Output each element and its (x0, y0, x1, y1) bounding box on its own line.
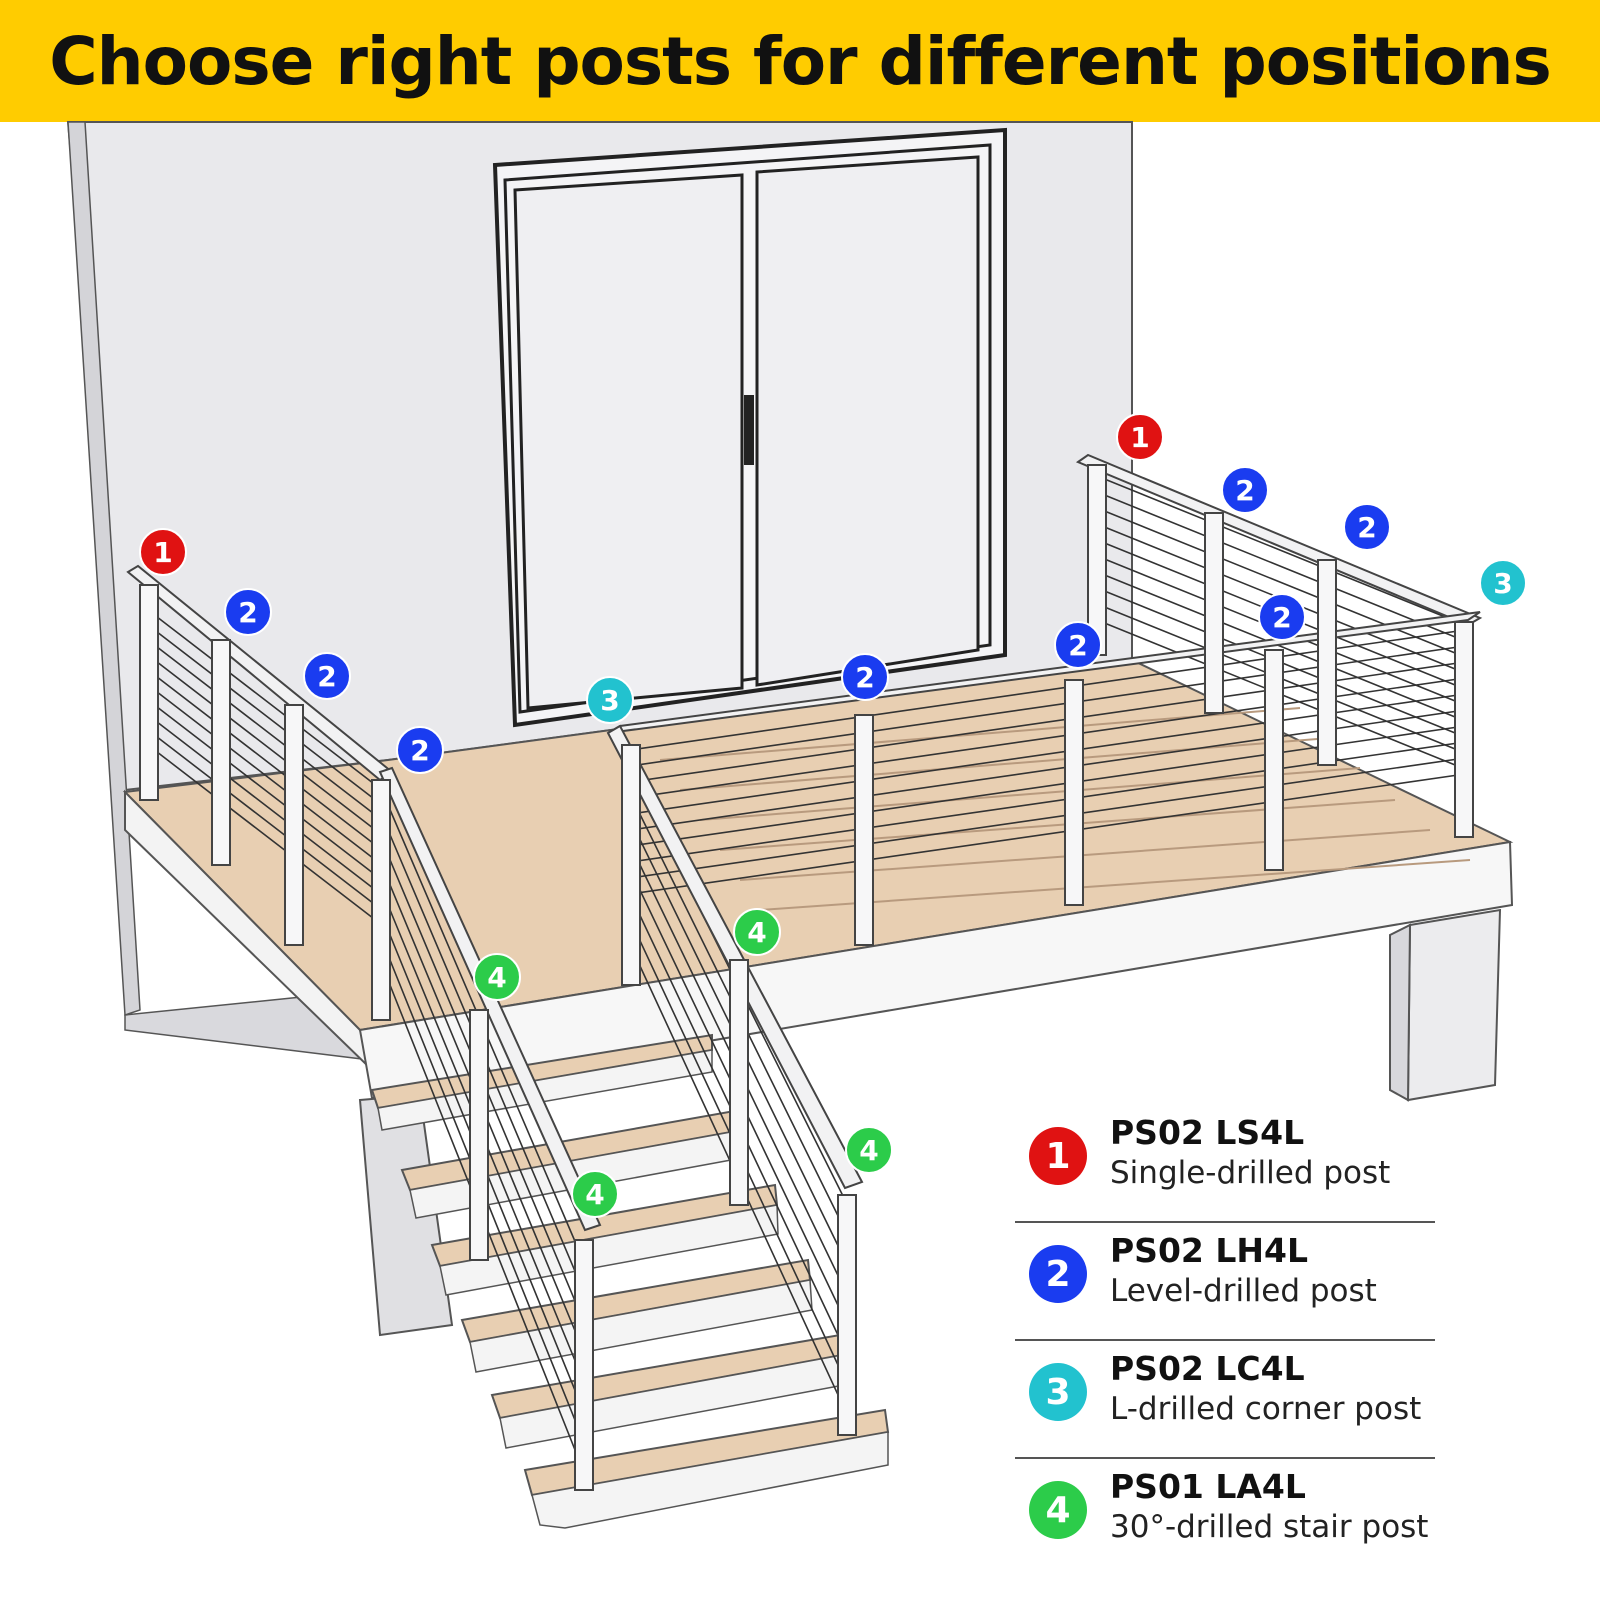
position-marker-number: 1 (1130, 421, 1149, 454)
legend-item-level: 2 PS02 LH4L Level-drilled post (1015, 1223, 1435, 1341)
position-marker-number: 2 (1272, 601, 1291, 634)
sliding-door (492, 127, 1007, 728)
position-marker-corner: 3 (1479, 559, 1527, 607)
position-marker-number: 1 (153, 536, 172, 569)
legend-badge-3: 3 (1029, 1363, 1087, 1421)
legend-badge-1: 1 (1029, 1127, 1087, 1185)
position-marker-level: 2 (1054, 621, 1102, 669)
position-marker-number: 2 (238, 596, 257, 629)
position-marker-number: 3 (1493, 567, 1512, 600)
legend-description: 30°-drilled stair post (1110, 1509, 1429, 1545)
legend-code: PS01 LA4L (1110, 1467, 1306, 1506)
railing-posts (139, 464, 1474, 1491)
position-marker-number: 2 (1235, 474, 1254, 507)
legend-code: PS02 LC4L (1110, 1349, 1305, 1388)
position-marker-number: 2 (317, 660, 336, 693)
position-marker-number: 4 (859, 1134, 878, 1167)
position-marker-level: 2 (1221, 466, 1269, 514)
position-marker-number: 2 (410, 734, 429, 767)
position-marker-level: 2 (1343, 503, 1391, 551)
post-type-legend: 1 PS02 LS4L Single-drilled post 2 PS02 L… (1015, 1105, 1435, 1577)
legend-code: PS02 LS4L (1110, 1113, 1305, 1152)
position-marker-number: 3 (600, 684, 619, 717)
position-marker-single: 1 (1116, 413, 1164, 461)
legend-item-corner: 3 PS02 LC4L L-drilled corner post (1015, 1341, 1435, 1459)
position-marker-number: 4 (585, 1178, 604, 1211)
position-marker-level: 2 (224, 588, 272, 636)
legend-code: PS02 LH4L (1110, 1231, 1308, 1270)
position-marker-number: 2 (1068, 629, 1087, 662)
position-marker-level: 2 (303, 652, 351, 700)
position-marker-level: 2 (841, 653, 889, 701)
position-marker-stair: 4 (571, 1170, 619, 1218)
legend-item-stair: 4 PS01 LA4L 30°-drilled stair post (1015, 1459, 1435, 1577)
legend-description: Single-drilled post (1110, 1155, 1391, 1191)
position-marker-number: 4 (747, 916, 766, 949)
legend-badge-4: 4 (1029, 1481, 1087, 1539)
legend-description: L-drilled corner post (1110, 1391, 1422, 1427)
position-marker-stair: 4 (473, 953, 521, 1001)
position-marker-stair: 4 (733, 908, 781, 956)
position-marker-single: 1 (139, 528, 187, 576)
support-posts (358, 908, 1502, 1337)
title-banner: Choose right posts for different positio… (0, 0, 1600, 122)
legend-description: Level-drilled post (1110, 1273, 1377, 1309)
legend-item-single: 1 PS02 LS4L Single-drilled post (1015, 1105, 1435, 1223)
position-marker-level: 2 (1258, 593, 1306, 641)
position-marker-stair: 4 (845, 1126, 893, 1174)
legend-badge-2: 2 (1029, 1245, 1087, 1303)
page-title: Choose right posts for different positio… (49, 22, 1551, 100)
position-marker-number: 4 (487, 961, 506, 994)
position-marker-level: 2 (396, 726, 444, 774)
position-marker-corner: 3 (586, 676, 634, 724)
position-marker-number: 2 (1357, 511, 1376, 544)
position-marker-number: 2 (855, 661, 874, 694)
